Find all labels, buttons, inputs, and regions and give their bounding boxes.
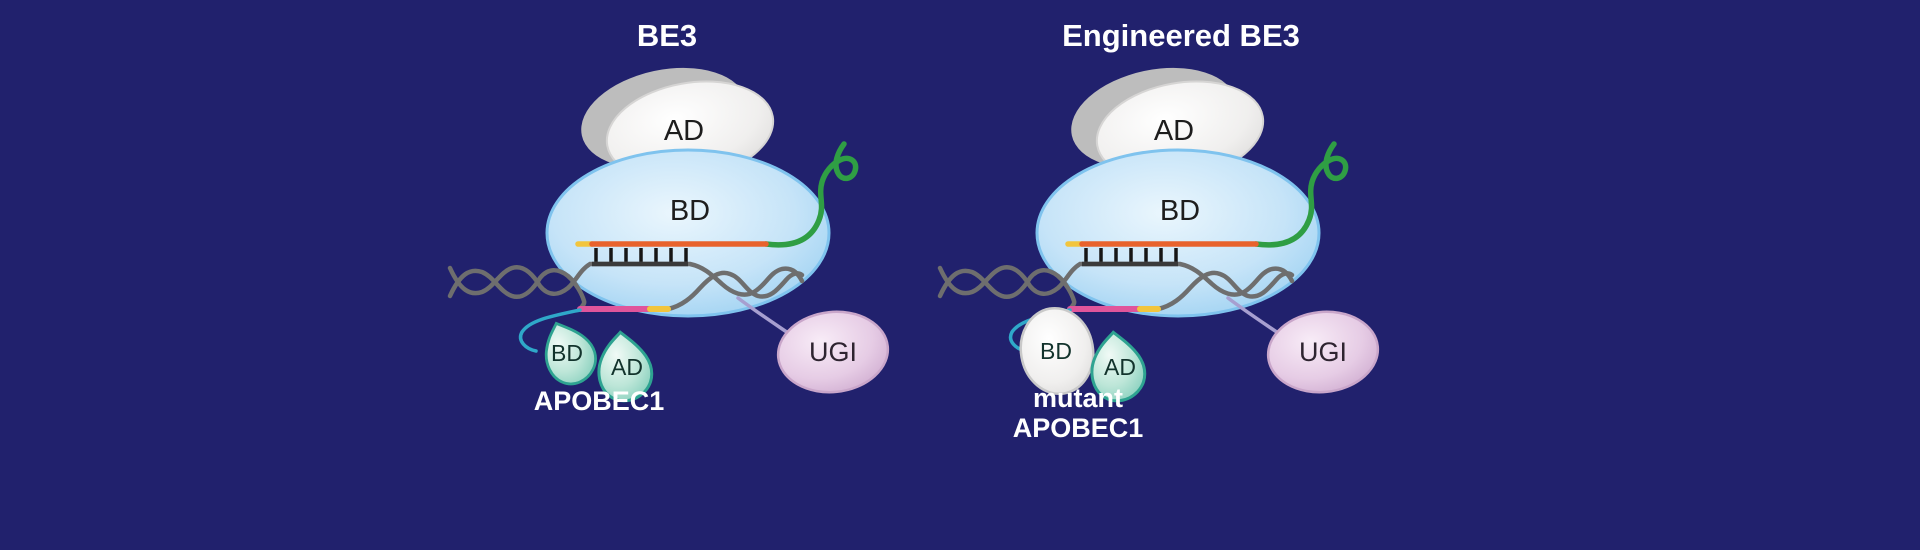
mutant-apobec1-bd-blob (1019, 306, 1095, 396)
panel-title: Engineered BE3 (1062, 18, 1300, 53)
cas9-bd-label: BD (670, 195, 710, 227)
mutant-apobec1-bd-label: BD (1040, 338, 1072, 364)
cas9-bd-label: BD (1160, 195, 1200, 227)
engineered-be3-panel: Engineered BE3 AD BD BD AD mutant APOBEC… (940, 18, 1382, 443)
ugi-label: UGI (809, 337, 857, 367)
mutant-apobec1-name-line2: APOBEC1 (1013, 413, 1144, 443)
mutant-apobec1-ad-label: AD (1104, 354, 1136, 380)
mutant-apobec1-name-line1: mutant (1033, 383, 1123, 413)
ad-domain-label: AD (664, 115, 704, 147)
apobec1-bd-label: BD (551, 340, 583, 366)
apobec1-name-label: APOBEC1 (534, 386, 665, 416)
apobec1-ad-label: AD (611, 354, 643, 380)
panel-title: BE3 (637, 18, 697, 53)
be3-panel: BE3 AD BD BD AD APOBEC1 UGI (450, 18, 892, 416)
ad-domain-label: AD (1154, 115, 1194, 147)
ugi-label: UGI (1299, 337, 1347, 367)
